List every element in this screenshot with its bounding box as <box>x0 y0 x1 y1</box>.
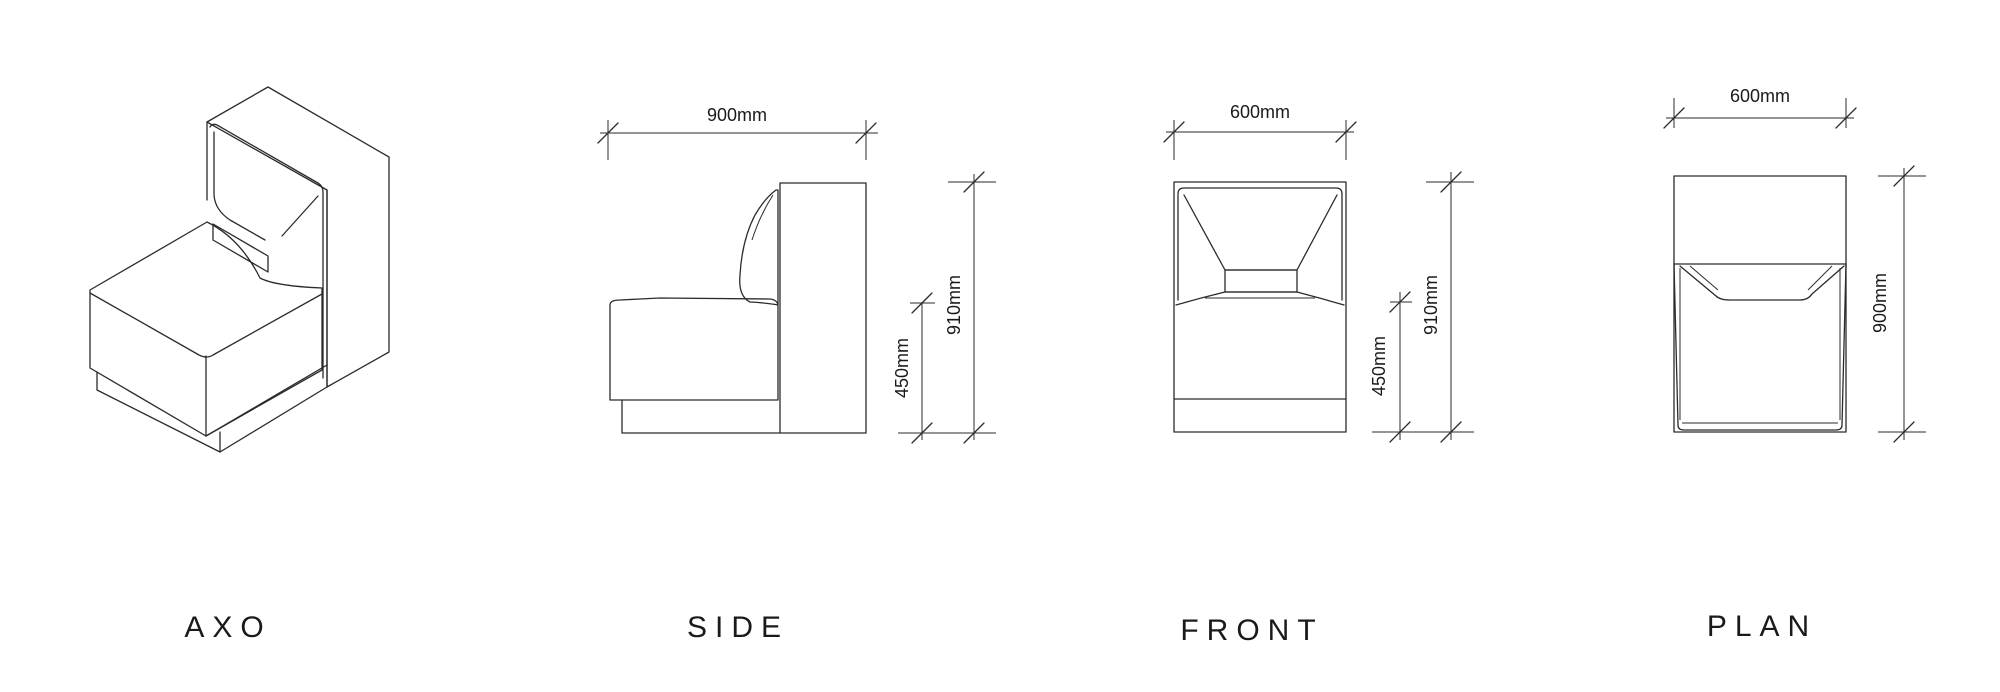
plan-depth-label: 900mm <box>1870 273 1890 333</box>
plan-depth-dimension: 900mm <box>1870 165 1926 443</box>
side-chair-drawing <box>609 182 867 434</box>
side-view: 900mm 450mm 910mm SIDE <box>597 105 996 644</box>
front-view: 600mm 450mm 910mm FRONT <box>1163 102 1474 647</box>
axo-chair-drawing <box>89 86 390 453</box>
plan-chair-drawing <box>1673 175 1847 433</box>
plan-width-dimension: 600mm <box>1663 86 1857 129</box>
front-seat-height-label: 450mm <box>1369 336 1389 396</box>
front-view-label: FRONT <box>1180 614 1323 647</box>
axo-view: AXO <box>89 86 390 644</box>
side-width-label: 900mm <box>707 105 767 125</box>
side-width-dimension: 900mm <box>597 105 878 160</box>
front-width-label: 600mm <box>1230 102 1290 122</box>
side-total-height-label: 910mm <box>944 275 964 335</box>
side-height-dimensions: 450mm 910mm <box>892 171 996 444</box>
front-chair-drawing <box>1173 181 1347 433</box>
plan-width-label: 600mm <box>1730 86 1790 106</box>
front-total-height-label: 910mm <box>1421 275 1441 335</box>
side-view-label: SIDE <box>687 611 789 644</box>
side-seat-height-label: 450mm <box>892 338 912 398</box>
front-width-dimension: 600mm <box>1163 102 1357 160</box>
plan-view-label: PLAN <box>1707 610 1817 643</box>
axo-view-label: AXO <box>184 611 271 644</box>
front-height-dimensions: 450mm 910mm <box>1369 171 1474 443</box>
plan-view: 600mm 900mm PLAN <box>1663 86 1926 643</box>
